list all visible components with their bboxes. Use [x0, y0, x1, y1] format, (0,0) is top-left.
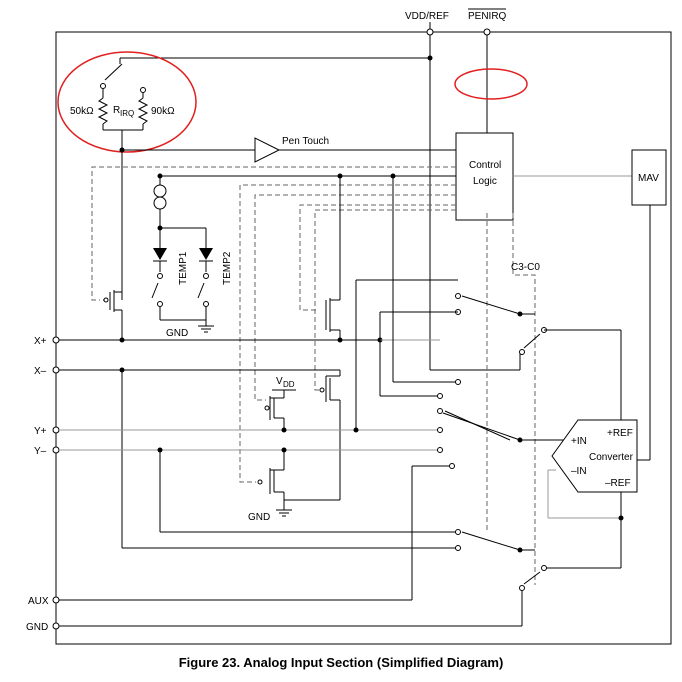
- rirq-label: R: [113, 105, 120, 116]
- xm-high-transistor: [319, 370, 341, 500]
- pin-ym-label: Y–: [34, 446, 47, 457]
- control-logic-label-2: Logic: [473, 176, 497, 187]
- gnd-label-2: GND: [248, 512, 270, 523]
- rirq-sub-label: IRQ: [120, 109, 134, 118]
- current-source: [153, 176, 167, 228]
- ym-low-transistor: [257, 450, 340, 510]
- gnd-label-1: GND: [166, 328, 188, 339]
- resistor-50k: [97, 97, 109, 125]
- minus-in-label: –IN: [571, 466, 587, 477]
- vdd-inner-sub-label: DD: [283, 380, 295, 389]
- pin-aux-label: AUX: [28, 596, 49, 607]
- converter-label: Converter: [589, 452, 634, 463]
- vdd-ref-pin: VDD/REF: [405, 11, 449, 36]
- penirq-label: PENIRQ: [468, 11, 507, 22]
- ym-high-transistor: [264, 390, 285, 430]
- pin-xp-label: X+: [34, 336, 47, 347]
- vdd-inner-label: V: [276, 376, 283, 387]
- penirq-pin: PENIRQ: [468, 8, 507, 36]
- control-logic-block: [455, 132, 514, 221]
- plus-ref-label: +REF: [607, 428, 633, 439]
- control-logic-label-1: Control: [469, 160, 501, 171]
- xp-transistor: [325, 173, 343, 340]
- figure-caption: Figure 23. Analog Input Section (Simplif…: [178, 655, 504, 670]
- c3c0-label: C3-C0: [511, 262, 540, 273]
- temp2-diode: [197, 228, 213, 307]
- pen-touch-label: Pen Touch: [282, 136, 329, 147]
- pin-gnd-label: GND: [26, 622, 48, 633]
- chip-outline: [55, 31, 672, 645]
- mav-block: [631, 149, 667, 206]
- temp1-label: TEMP1: [178, 251, 189, 285]
- vdd-ref-label: VDD/REF: [405, 11, 449, 22]
- r50k-label: 50kΩ: [70, 106, 94, 117]
- pen-transistor: [103, 290, 122, 312]
- temp1-diode: [151, 228, 167, 307]
- pin-xm-label: X–: [34, 366, 47, 377]
- highlight-resistor-ellipse: [57, 51, 197, 153]
- pin-yp-label: Y+: [34, 426, 47, 437]
- mav-label: MAV: [638, 173, 659, 184]
- resistor-90k: [137, 97, 149, 125]
- minus-ref-label: –REF: [605, 478, 631, 489]
- temp2-label: TEMP2: [222, 251, 233, 285]
- highlight-penirq-ellipse: [454, 68, 528, 100]
- pen-touch-buffer: [254, 137, 281, 163]
- converter-block: [551, 419, 638, 493]
- plus-in-label: +IN: [571, 436, 587, 447]
- r90k-label: 90kΩ: [151, 106, 175, 117]
